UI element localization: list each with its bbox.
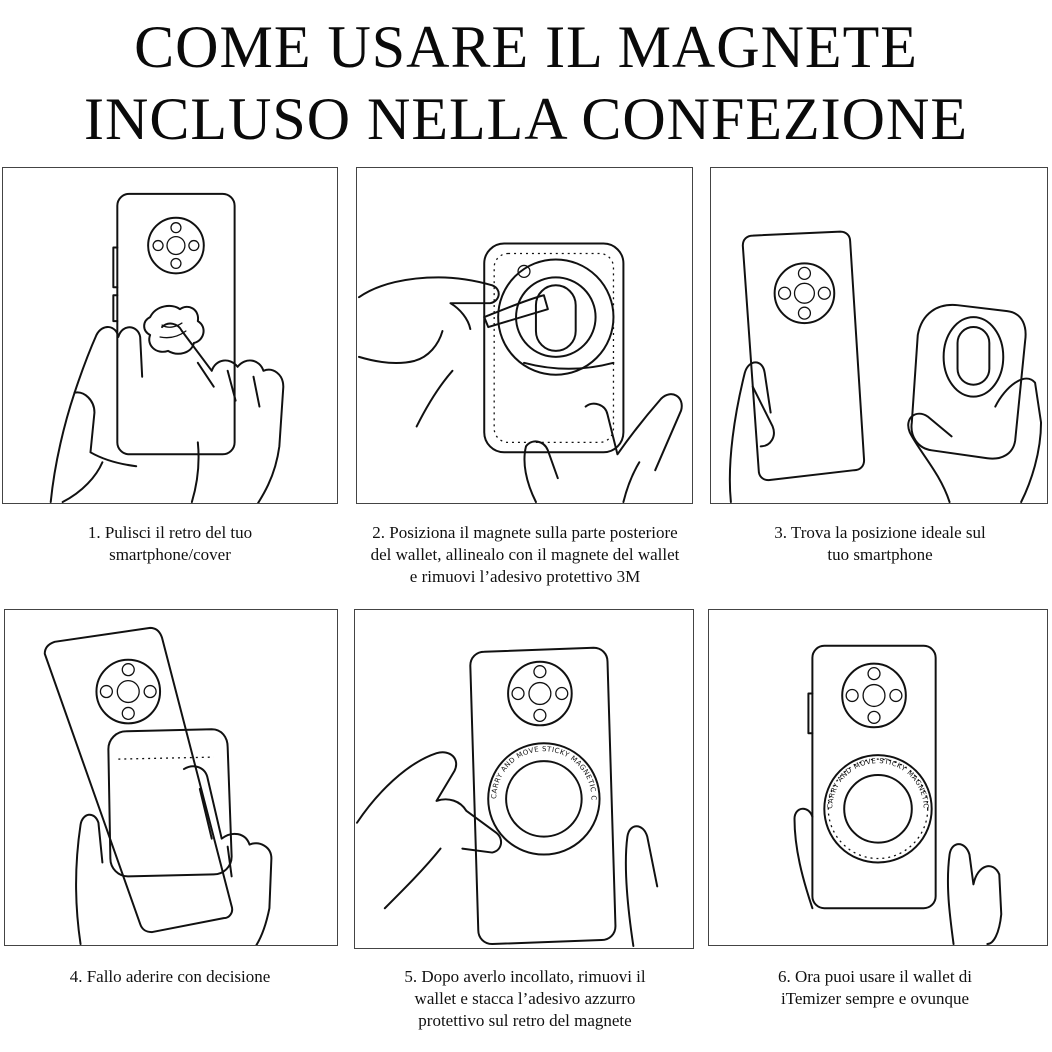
caption-line: iTemizer sempre e ovunque (780, 989, 970, 1008)
right-hand-icon (946, 843, 1003, 945)
caption-line: 5. Dopo averlo incollato, rimuovi il (404, 967, 646, 986)
svg-text:CARRY AND MOVE STICKY MAGNETIC: CARRY AND MOVE STICKY MAGNETIC CHARGING … (709, 610, 930, 809)
caption-line: tuo smartphone (827, 545, 933, 564)
step-5-caption: 5. Dopo averlo incollato, rimuovi il wal… (350, 966, 700, 1032)
caption-line: wallet e stacca l’adesivo azzurro (414, 989, 636, 1008)
phone-icon (469, 646, 617, 946)
phone-icon (43, 626, 234, 934)
left-hand-icon (355, 751, 503, 910)
phone-icon (112, 192, 236, 456)
step-5-illustration: CARRY AND MOVE STICKY MAGNETIC CHARGING … (354, 609, 694, 949)
magnet-ring-icon: CARRY AND MOVE STICKY MAGNETIC CHARGING … (709, 610, 933, 864)
caption-line: 3. Trova la posizione ideale sul (774, 523, 986, 542)
adhesive-strip-icon (483, 294, 549, 329)
caption-line: 6. Ora puoi usare il wallet di (777, 967, 973, 986)
step-4-caption: 4. Fallo aderire con decisione (0, 966, 340, 988)
ring-text: CARRY AND MOVE STICKY MAGNETIC CHARGING … (709, 610, 929, 809)
ring-text: CARRY AND MOVE STICKY MAGNETIC CHARGING … (355, 610, 597, 801)
phone-icon (741, 230, 866, 482)
caption-line: 1. Pulisci il retro del tuo (87, 523, 253, 542)
step-6-illustration: CARRY AND MOVE STICKY MAGNETIC CHARGING … (708, 609, 1048, 946)
step-3-caption: 3. Trova la posizione ideale sul tuo sma… (710, 522, 1050, 566)
step-3-illustration (710, 167, 1048, 504)
step-1-caption: 1. Pulisci il retro del tuo smartphone/c… (0, 522, 340, 566)
left-hand-icon (49, 326, 144, 503)
step-4-illustration (4, 609, 338, 946)
wallet-icon (107, 728, 233, 878)
wallet-icon (483, 242, 625, 454)
right-hand-icon (523, 393, 683, 503)
left-hand-icon (75, 813, 104, 945)
magnet-ring-icon (497, 258, 615, 376)
left-hand-icon (728, 361, 775, 503)
step-1-illustration (2, 167, 338, 504)
right-hand-icon (624, 825, 659, 948)
caption-line: protettivo sul retro del magnete (418, 1011, 632, 1030)
left-hand-icon (357, 276, 500, 428)
caption-line: 4. Fallo aderire con decisione (69, 967, 271, 986)
step-2-caption: 2. Posiziona il magnete sulla parte post… (340, 522, 710, 588)
step-6-caption: 6. Ora puoi usare il wallet di iTemizer … (700, 966, 1050, 1010)
caption-line: smartphone/cover (109, 545, 231, 564)
step-2-illustration (356, 167, 693, 504)
page-title-line-2: INCLUSO NELLA CONFEZIONE (84, 86, 968, 152)
caption-line: 2. Posiziona il magnete sulla parte post… (372, 523, 678, 542)
caption-line: del wallet, allinealo con il magnete del… (370, 545, 680, 564)
phone-icon (807, 644, 937, 910)
left-hand-icon (793, 807, 814, 910)
caption-line: e rimuovi l’adesivo protettivo 3M (409, 567, 641, 586)
wallet-icon (910, 304, 1027, 460)
right-hand-icon (182, 765, 273, 945)
svg-text:CARRY AND MOVE STICKY MAGNETIC: CARRY AND MOVE STICKY MAGNETIC CHARGING … (355, 610, 598, 801)
right-hand-icon (161, 322, 285, 503)
right-hand-icon (907, 377, 1043, 503)
page-title-line-1: COME USARE IL MAGNETE (134, 14, 918, 80)
